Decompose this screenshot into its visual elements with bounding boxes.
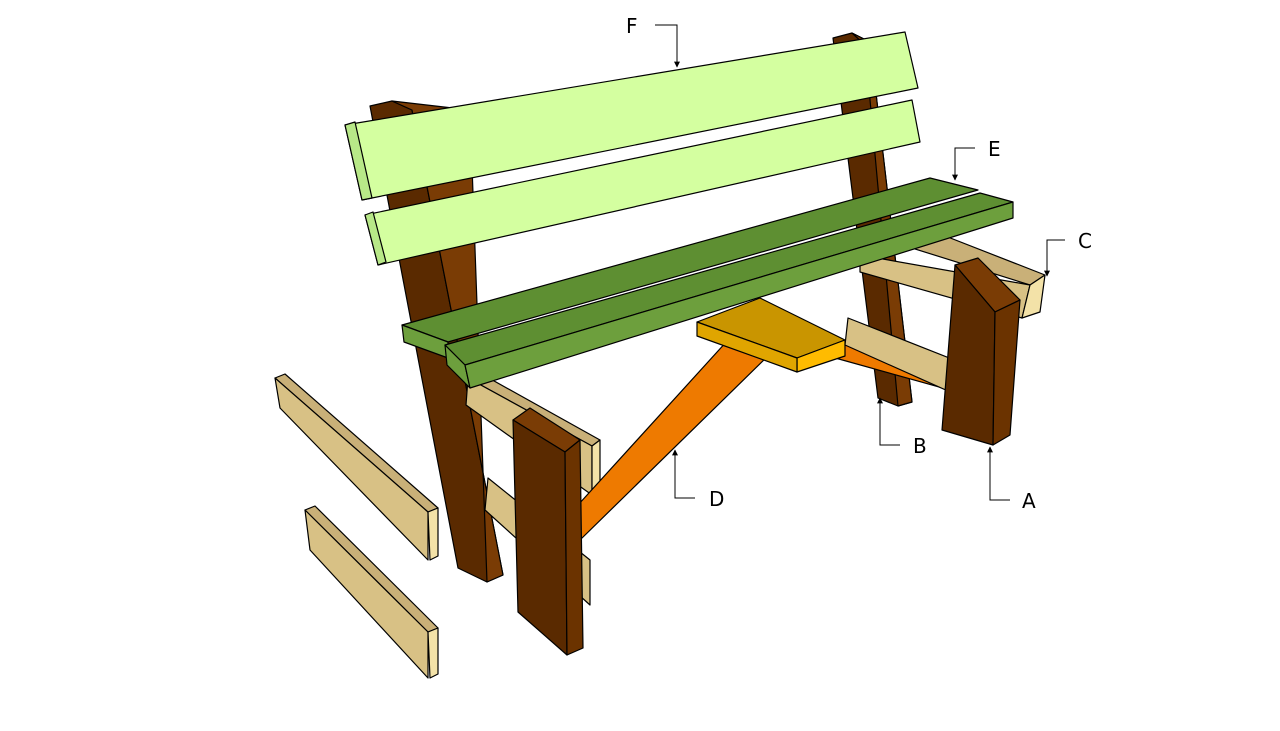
label-f: F [626,14,680,68]
front-leg-right [941,257,1021,446]
backrest-lower-slat [364,99,921,266]
seat-boards [401,177,1014,389]
loose-board-upper [274,373,439,561]
label-a: A [987,446,1036,513]
loose-board-lower [304,505,439,679]
svg-text:E: E [988,137,1001,161]
label-d: D [672,449,724,511]
svg-text:D: D [709,487,724,511]
svg-text:A: A [1022,489,1036,513]
label-c: C [1044,229,1092,277]
backrest-upper-slat [344,31,919,201]
label-b: B [877,397,927,458]
label-e: E [952,137,1001,181]
svg-text:B: B [913,434,927,458]
front-leg-left [512,407,584,656]
svg-text:F: F [626,14,638,38]
svg-text:C: C [1078,229,1092,253]
